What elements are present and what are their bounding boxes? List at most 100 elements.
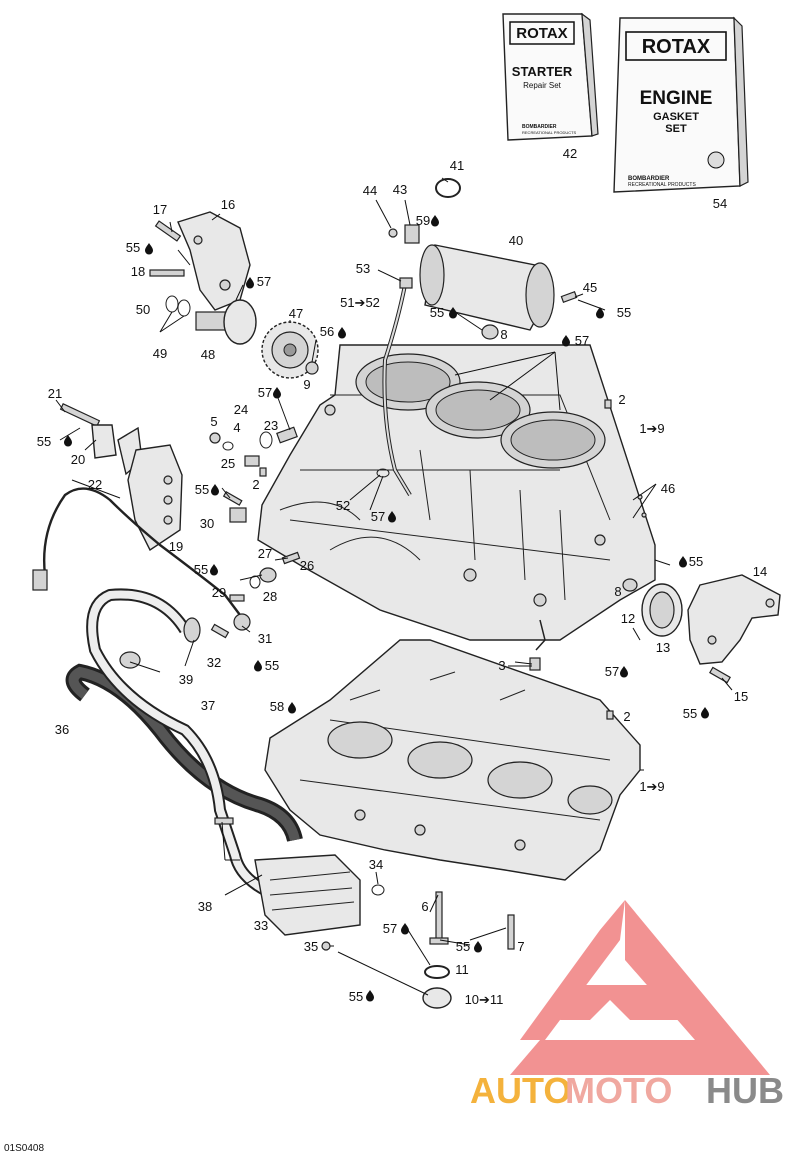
callout-55-6: 55 xyxy=(456,939,470,954)
bolt-32 xyxy=(210,623,230,639)
callout-44: 44 xyxy=(363,183,377,198)
dowel-2a xyxy=(604,399,612,409)
callout-55-right: 55 xyxy=(689,554,703,569)
washer-28 xyxy=(249,575,261,589)
engine-support-19 xyxy=(127,444,183,552)
callout-7: 7 xyxy=(517,939,524,954)
watermark-moto: MOTO xyxy=(565,1070,672,1111)
callout-51-52: 51➔52 xyxy=(340,295,380,310)
bolt-29 xyxy=(229,594,245,602)
engine-maker: BOMBARDIER xyxy=(628,176,670,182)
dowel-2b xyxy=(259,467,267,477)
callout-37: 37 xyxy=(201,698,215,713)
clamp-38 xyxy=(214,817,234,825)
watermark-logo xyxy=(510,900,770,1075)
callout-57-lower: 57 xyxy=(383,921,397,936)
starter-drive-48 xyxy=(195,299,257,345)
washer-50 xyxy=(165,295,179,313)
engine-support-16 xyxy=(177,211,251,311)
callout-46: 46 xyxy=(661,481,675,496)
pin-46b xyxy=(641,512,647,518)
oil-cooler-33 xyxy=(254,854,361,936)
callout-55-10: 55 xyxy=(349,989,363,1004)
watermark-auto: AUTO xyxy=(470,1070,571,1111)
callout-9: 9 xyxy=(303,377,310,392)
callout-16: 16 xyxy=(221,197,235,212)
callout-21: 21 xyxy=(48,386,62,401)
callout-57-16: 57 xyxy=(257,274,271,289)
starter-maker-sub: RECREATIONAL PRODUCTS xyxy=(522,130,577,135)
callout-27: 27 xyxy=(258,546,272,561)
callout-36: 36 xyxy=(55,722,69,737)
callout-55-21: 55 xyxy=(37,434,51,449)
callout-30: 30 xyxy=(200,516,214,531)
washer-4 xyxy=(222,441,234,451)
callout-48: 48 xyxy=(201,347,215,362)
callout-55-30: 55 xyxy=(195,482,209,497)
callout-34: 34 xyxy=(369,857,383,872)
callout-29: 29 xyxy=(212,585,226,600)
callout-41: 41 xyxy=(450,158,464,173)
washer-49 xyxy=(177,299,191,317)
starter-maker: BOMBARDIER xyxy=(522,124,557,130)
callout-13: 13 xyxy=(656,640,670,655)
callout-17: 17 xyxy=(153,202,167,217)
o-ring-11 xyxy=(424,965,450,979)
callout-6: 6 xyxy=(421,899,428,914)
callout-1-9-top: 1➔9 xyxy=(639,421,664,436)
callout-20: 20 xyxy=(71,452,85,467)
callout-57-23: 57 xyxy=(258,385,272,400)
engine-gasket-set-booklet: ROTAX ENGINE GASKET SET BOMBARDIER RECRE… xyxy=(613,16,749,193)
callout-2-top: 2 xyxy=(618,392,625,407)
starter-brand: ROTAX xyxy=(516,25,567,42)
callout-45: 45 xyxy=(583,280,597,295)
bolt-18 xyxy=(149,269,185,277)
o-ring-24 xyxy=(259,431,273,449)
bolt-17 xyxy=(154,220,182,242)
callout-57-13: 57 xyxy=(605,664,619,679)
bolt-45 xyxy=(560,291,578,303)
bolt-35 xyxy=(321,941,331,951)
bolt-6 xyxy=(435,891,443,941)
callout-5: 5 xyxy=(210,414,217,429)
callout-47: 47 xyxy=(289,306,303,321)
support-14 xyxy=(687,574,781,665)
bolt-26 xyxy=(281,551,301,565)
ring-gear-47 xyxy=(261,321,319,379)
bolt-21 xyxy=(59,403,101,427)
fitting-25 xyxy=(244,455,260,467)
o-ring-41 xyxy=(435,178,461,198)
callout-54: 54 xyxy=(713,196,727,211)
callout-57-52: 57 xyxy=(371,509,385,524)
bolt-7 xyxy=(507,914,515,950)
sensor-31 xyxy=(233,613,251,631)
callout-49: 49 xyxy=(153,346,167,361)
watermark-text: AUTO MOTO HUB xyxy=(470,1070,784,1111)
starter-title: STARTER xyxy=(512,64,573,79)
callout-10-11: 10➔11 xyxy=(465,992,504,1007)
callout-2-lower: 2 xyxy=(623,709,630,724)
gear-43 xyxy=(404,224,420,244)
callout-50: 50 xyxy=(136,302,150,317)
callout-labels: 41 44 43 59 40 53 45 55 51➔52 55 8 57 17… xyxy=(37,158,767,1007)
callout-11: 11 xyxy=(455,962,469,977)
callout-18: 18 xyxy=(131,264,145,279)
callout-15: 15 xyxy=(734,689,748,704)
engine-brand: ROTAX xyxy=(642,36,711,58)
callout-40: 40 xyxy=(509,233,523,248)
bolt-15 xyxy=(709,666,731,684)
engine-title: ENGINE xyxy=(640,88,713,109)
bolt-30 xyxy=(229,507,247,523)
callout-14: 14 xyxy=(753,564,767,579)
dowel-2c xyxy=(606,710,614,720)
callout-55-31: 55 xyxy=(265,658,279,673)
callout-57-cyl: 57 xyxy=(575,333,589,348)
callout-55-29: 55 xyxy=(194,562,208,577)
plug-27 xyxy=(259,567,277,583)
plug-10 xyxy=(422,987,452,1009)
callout-43: 43 xyxy=(393,182,407,197)
callout-24: 24 xyxy=(234,402,248,417)
callout-3: 3 xyxy=(498,658,505,673)
washer-44 xyxy=(388,228,398,238)
